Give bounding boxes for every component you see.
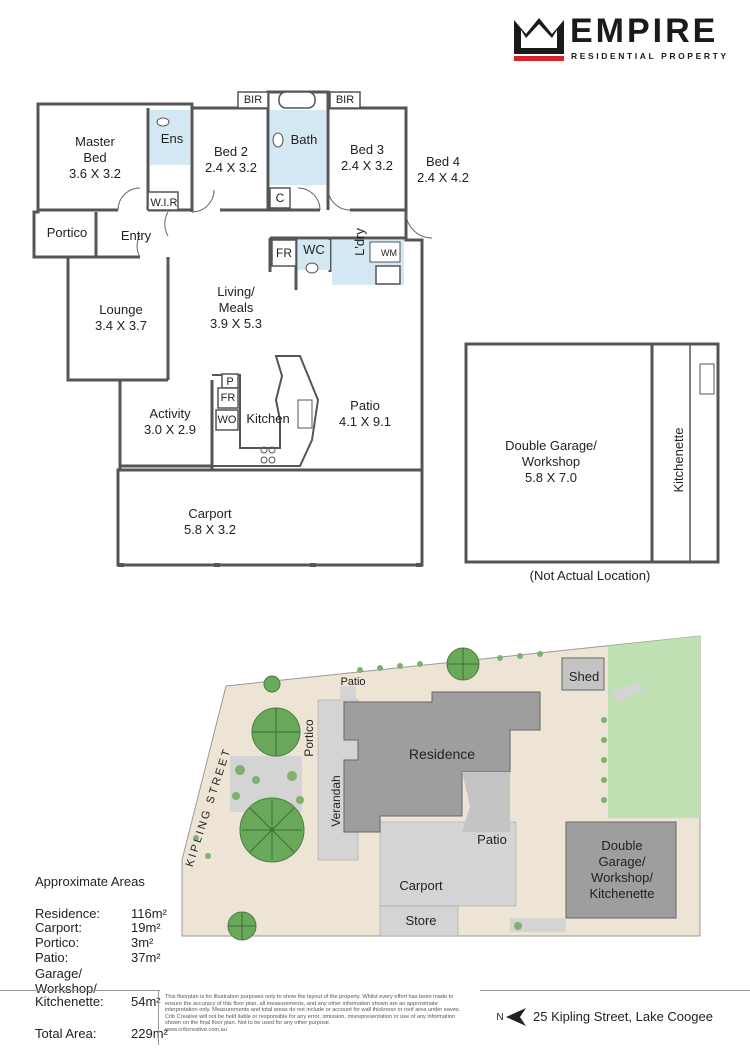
not-actual-location-note: (Not Actual Location) bbox=[529, 568, 651, 583]
brand-tagline: RESIDENTIAL PROPERTY bbox=[571, 51, 729, 61]
wc-label: WC bbox=[303, 242, 325, 257]
bir-label-1: BIR bbox=[243, 94, 263, 106]
area-row: Kitchenette:54m² bbox=[35, 994, 161, 1009]
area-row: Workshop/ bbox=[35, 981, 97, 996]
divider bbox=[0, 990, 160, 991]
fridge-label-1: FR bbox=[276, 246, 292, 260]
site-patio-label: Patio bbox=[477, 832, 507, 847]
property-address: 25 Kipling Street, Lake Coogee bbox=[533, 1009, 713, 1024]
area-row: Carport:19m² bbox=[35, 920, 161, 935]
empire-crown-logo bbox=[514, 18, 564, 61]
total-area-row: Total Area:229m² bbox=[35, 1026, 168, 1041]
kitchenette-label: Kitchenette bbox=[671, 427, 686, 493]
wir-label: W.I.R bbox=[150, 197, 178, 209]
floor-plan bbox=[32, 90, 720, 567]
residence-label: Residence bbox=[408, 746, 476, 762]
site-plan bbox=[181, 635, 701, 941]
wall-oven-label: WO bbox=[217, 414, 237, 426]
disclaimer-text: This floorplan is for illustration purpo… bbox=[165, 994, 461, 1033]
north-label: N bbox=[496, 1012, 504, 1023]
shed-label: Shed bbox=[568, 669, 600, 684]
fridge-label-2: FR bbox=[220, 392, 236, 404]
verandah-label: Verandah bbox=[329, 775, 343, 827]
washing-machine-label: WM bbox=[381, 248, 397, 258]
site-carport-label: Carport bbox=[399, 878, 443, 893]
laundry-label: L'dry bbox=[352, 228, 367, 256]
area-row: Garage/ bbox=[35, 966, 82, 981]
portico-label: Portico bbox=[46, 225, 88, 240]
area-row: Residence:116m² bbox=[35, 906, 167, 921]
bath-label: Bath bbox=[290, 132, 318, 147]
divider bbox=[480, 990, 750, 991]
divider bbox=[158, 990, 159, 1045]
area-row: Portico:3m² bbox=[35, 935, 154, 950]
closet-label: C bbox=[275, 191, 285, 205]
bir-label-2: BIR bbox=[335, 94, 355, 106]
store-label: Store bbox=[405, 913, 437, 928]
site-patio-top-label: Patio bbox=[340, 676, 366, 688]
north-arrow-icon bbox=[506, 1008, 526, 1026]
entry-label: Entry bbox=[120, 228, 152, 243]
area-row: Patio:37m² bbox=[35, 950, 161, 965]
pantry-label: P bbox=[226, 376, 234, 388]
ensuite-label: Ens bbox=[160, 131, 184, 146]
site-portico-label: Portico bbox=[302, 719, 316, 757]
areas-title: Approximate Areas bbox=[35, 874, 145, 889]
kitchen-label: Kitchen bbox=[246, 411, 290, 426]
bathtub-icon bbox=[278, 91, 316, 109]
brand-name: EMPIRE bbox=[570, 12, 719, 50]
